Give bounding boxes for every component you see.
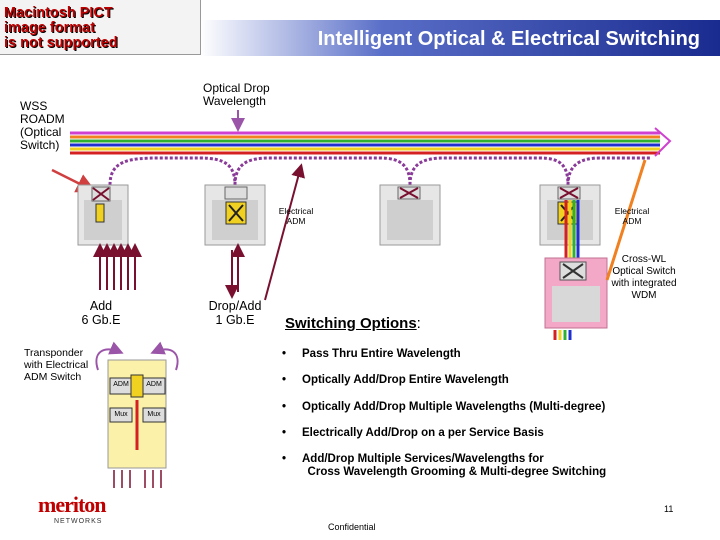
drop-arcs [108, 156, 650, 186]
cross-wl-output [553, 330, 572, 340]
diagonal-drop-arrow [264, 163, 305, 301]
cross-wl-feed [564, 200, 580, 260]
wavelength-bundle [70, 127, 672, 157]
bullet: • [282, 401, 287, 413]
option-item: • Add/Drop Multiple Services/Wavelengths … [282, 453, 606, 479]
switching-options-heading: Switching Options [285, 315, 417, 332]
option-item: • Optically Add/Drop Entire Wavelength [282, 374, 509, 387]
add-lines-6gbe [93, 243, 142, 290]
meriton-logo: meriton NETWORKS [38, 492, 138, 526]
option-item: • Electrically Add/Drop on a per Service … [282, 427, 544, 440]
node-wss-1 [77, 184, 129, 246]
option-text: Pass Thru Entire Wavelength [302, 348, 461, 360]
option-item: • Pass Thru Entire Wavelength [282, 348, 461, 361]
wss-roadm-label: WSS ROADM (Optical Switch) [20, 99, 65, 152]
option-item: • Optically Add/Drop Multiple Wavelengths… [282, 401, 605, 414]
title-band [0, 0, 720, 62]
bullet: • [282, 348, 287, 360]
logo-word: meriton [38, 492, 107, 517]
option-text: Add/Drop Multiple Services/Wavelengths f… [302, 453, 607, 478]
node-cross-wl-switch [544, 257, 608, 329]
unsupported-image-placeholder: Macintosh PICT image format is not suppo… [0, 0, 201, 55]
bullet: • [282, 453, 287, 465]
electrical-adm-label-2: Electrical ADM [614, 206, 650, 226]
transponder-label: Transponder with Electrical ADM Switch [24, 347, 89, 383]
logo-subtitle: NETWORKS [54, 518, 103, 525]
mux-left-label: Mux [114, 411, 128, 418]
optical-drop-label: Optical Drop Wavelength [203, 81, 270, 108]
add-6gbe-label: Add 6 Gb.E [81, 299, 121, 327]
node-wss-3 [379, 184, 441, 246]
adm-right-label: ADM [146, 381, 162, 388]
page-title: Intelligent Optical & Electrical Switchi… [317, 28, 700, 50]
confidential-label: Confidential [328, 522, 376, 532]
option-text: Optically Add/Drop Entire Wavelength [302, 374, 509, 386]
option-text: Electrically Add/Drop on a per Service B… [302, 427, 544, 439]
bullet: • [282, 374, 287, 386]
page-number: 11 [664, 504, 674, 514]
option-text: Optically Add/Drop Multiple Wavelengths … [302, 401, 606, 413]
node-electrical-adm-1 [204, 184, 266, 246]
cross-wl-branch [605, 159, 647, 281]
mux-right-label: Mux [147, 411, 161, 418]
switching-options-title: Switching Options: [285, 315, 421, 332]
drop-add-lines-1gbe [225, 243, 245, 299]
transponder-curve-arrows [95, 341, 179, 371]
cross-wl-label: Cross-WL Optical Switch with integrated … [611, 254, 677, 301]
adm-left-label: ADM [113, 381, 129, 388]
bullet: • [282, 427, 287, 439]
switching-options-colon: : [416, 315, 421, 332]
transponder-ports [113, 470, 162, 488]
pict-placeholder-text: Macintosh PICT image format is not suppo… [4, 5, 118, 51]
electrical-adm-label-1: Electrical ADM [278, 206, 314, 226]
drop-add-1gbe-label: Drop/Add 1 Gb.E [208, 299, 262, 327]
transponder-box [107, 359, 167, 469]
